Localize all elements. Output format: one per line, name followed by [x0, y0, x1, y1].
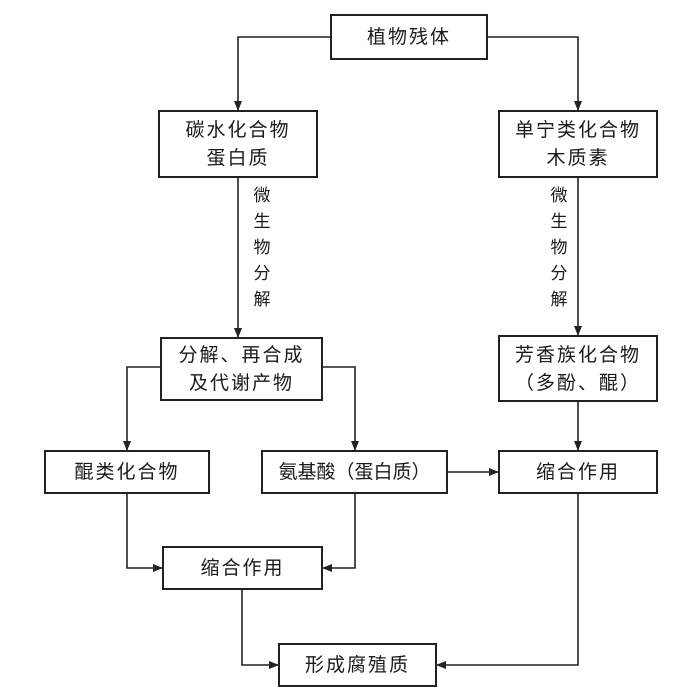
edge-condense-right-to-humus	[436, 494, 579, 669]
node-aromatic-compounds: 芳香族化合物 （多酚、醌）	[498, 335, 658, 402]
edge-label-left: 微 生 物 分 解	[253, 186, 271, 310]
node-text: 蛋白质	[206, 147, 270, 169]
node-tannin-lignin: 单宁类化合物 木质素	[498, 110, 658, 178]
node-text: 分解、再合成	[178, 344, 305, 366]
node-condensation-right: 缩合作用	[498, 450, 658, 494]
node-plant-residue: 植物残体	[330, 14, 488, 60]
edge-condense-left-to-humus	[241, 590, 279, 669]
edge-plant-to-tannin	[488, 36, 582, 111]
node-text: 植物残体	[366, 26, 451, 48]
node-text: 芳香族化合物	[514, 343, 641, 366]
node-humus: 形成腐殖质	[278, 643, 437, 687]
node-text: 缩合作用	[200, 557, 285, 579]
node-text: （多酚、醌）	[514, 371, 641, 394]
edge-label-right: 微 生 物 分 解	[550, 186, 568, 310]
node-text: 醌类化合物	[74, 461, 180, 483]
node-text: 及代谢产物	[188, 372, 294, 394]
node-text: 氨基酸（蛋白质）	[278, 461, 431, 483]
node-text: 碳水化合物	[185, 119, 291, 141]
node-text: 缩合作用	[535, 461, 620, 483]
edge-decomp-to-amino	[323, 366, 359, 451]
node-carbohydrate-protein: 碳水化合物 蛋白质	[158, 110, 318, 178]
node-quinone-compounds: 醌类化合物	[44, 450, 210, 494]
edge-amino-to-condense-left	[322, 494, 356, 572]
node-amino-acid: 氨基酸（蛋白质）	[261, 450, 448, 494]
node-text: 形成腐殖质	[304, 654, 410, 676]
node-text: 木质素	[546, 147, 610, 169]
node-decomposition-resynthesis: 分解、再合成 及代谢产物	[160, 337, 323, 401]
edge-plant-to-carb	[234, 36, 330, 111]
edge-quinone-to-condense	[126, 494, 163, 572]
node-condensation-left: 缩合作用	[162, 546, 323, 590]
node-text: 单宁类化合物	[514, 119, 641, 141]
edge-decomp-to-quinone	[123, 366, 160, 451]
